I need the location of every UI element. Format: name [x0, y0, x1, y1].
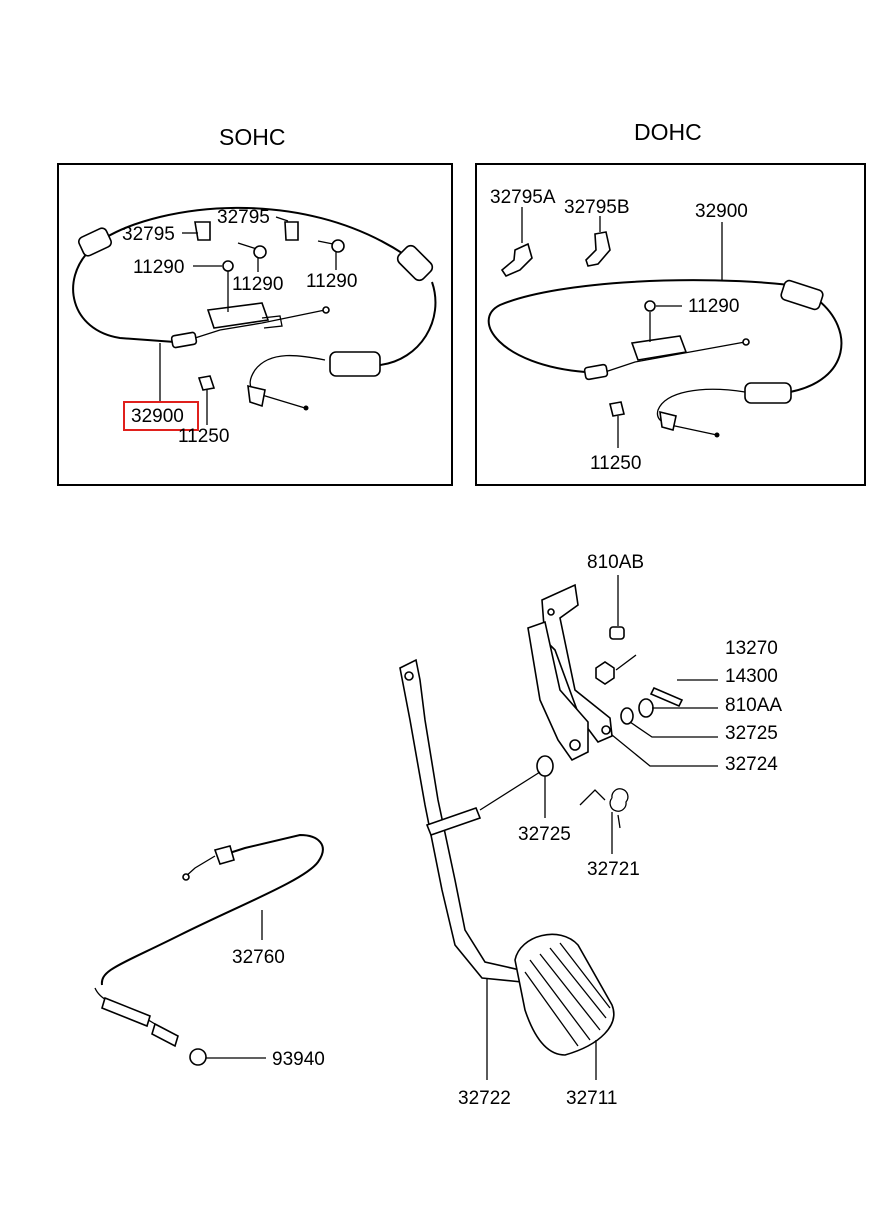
pedal-bracket-hole-b: [601, 725, 611, 735]
accel-cable-clip: [213, 845, 235, 865]
pedal-bracket: [541, 583, 613, 743]
dohc-clip-icon-b: [585, 231, 611, 267]
pedal-pivot-leader: [479, 771, 541, 811]
dohc-cable-tip: [742, 338, 750, 346]
pedal-pad-ribs: [524, 942, 611, 1047]
sohc-bolt-icon-b: [253, 245, 267, 259]
dohc-bolt-icon-b: [609, 401, 625, 417]
sohc-label-bolt-a: 11290: [133, 257, 184, 278]
dohc-label-bolt-b: 11250: [590, 453, 641, 474]
dohc-bolt-icon-a: [644, 300, 656, 312]
sohc-cable-sleeve-bottom: [329, 351, 381, 377]
sohc-leader-bracket-b: [275, 216, 289, 222]
leader-32724: [611, 734, 718, 767]
label-32722: 32722: [458, 1088, 511, 1109]
leader-13270: [615, 654, 637, 671]
stopper-icon-93940: [189, 1048, 207, 1066]
label-32721: 32721: [587, 859, 640, 880]
pedal-bracket-plate: [527, 620, 589, 762]
dohc-label-bracket-a: 32795A: [490, 187, 556, 208]
label-32725b: 32725: [518, 824, 571, 845]
sohc-bolt-icon-d: [197, 375, 216, 391]
label-810ab: 810AB: [587, 552, 644, 573]
spring-icon-32721: [579, 788, 629, 830]
sohc-bolt-icon-a: [222, 260, 234, 272]
sohc-bolt-icon-c: [331, 239, 345, 253]
sohc-label-bolt-c: 11290: [306, 271, 357, 292]
dohc-mount-bracket: [630, 335, 688, 361]
accel-cable-fitting: [101, 996, 151, 1028]
sohc-cable-sleeve-left: [78, 227, 112, 257]
highlight-box: [123, 401, 199, 431]
label-810aa: 810AA: [725, 695, 782, 716]
pedal-bracket-hole-a: [569, 739, 581, 751]
accel-cable-end: [184, 855, 216, 878]
pedal-arm-hole: [404, 671, 414, 681]
sohc-mount-bracket-tab: [261, 315, 283, 329]
dohc-cable-sleeve-bottom: [744, 382, 792, 404]
sohc-panel: [57, 163, 453, 486]
label-32711: 32711: [566, 1088, 617, 1109]
washer-icon-810aa: [638, 698, 654, 718]
dohc-title: DOHC: [634, 119, 702, 145]
sohc-label-bracket-b: 32795: [217, 207, 270, 228]
accel-cable-adjuster: [151, 1022, 179, 1048]
sohc-label-cable: 32900: [131, 406, 184, 427]
label-14300: 14300: [725, 666, 778, 687]
dohc-panel: [475, 163, 866, 486]
sohc-throttle-bracket: [247, 384, 266, 408]
sohc-throttle-tip: [303, 405, 309, 411]
sohc-title: SOHC: [219, 124, 285, 150]
sohc-label-bolt-b: 11290: [232, 274, 283, 295]
dohc-label-cable: 32900: [695, 201, 748, 222]
pedal-arm: [399, 658, 523, 983]
label-93940: 93940: [272, 1049, 325, 1070]
accel-cable: [100, 833, 324, 986]
sohc-mount-bracket: [206, 302, 270, 329]
pedal-pad: [514, 933, 615, 1056]
dohc-throttle-bracket: [659, 410, 677, 431]
nut-icon-13270: [595, 661, 615, 685]
sohc-label-bolt-d: 11250: [178, 426, 229, 447]
sohc-cable-end-fitting: [170, 331, 198, 349]
leader-32725a: [629, 721, 718, 738]
dohc-cable-sleeve-top: [780, 279, 824, 311]
dohc-clip-icon-a: [500, 242, 533, 277]
pin-icon-14300: [649, 686, 684, 708]
dohc-cable-end-fitting: [583, 363, 609, 381]
sohc-clip-icon-b: [284, 221, 299, 241]
sohc-clip-icon-a: [194, 221, 211, 241]
dohc-inner-cable: [604, 341, 746, 373]
label-32760: 32760: [232, 947, 285, 968]
pedal-pivot-shaft: [425, 806, 482, 837]
label-32724: 32724: [725, 754, 778, 775]
accel-cable-end-tip: [182, 873, 190, 881]
sohc-cable-loop: [72, 206, 437, 366]
label-32725a: 32725: [725, 723, 778, 744]
sohc-cable-tip: [322, 306, 330, 314]
pedal-bracket-hole-c: [547, 608, 555, 616]
dohc-label-bolt-a: 11290: [688, 296, 739, 317]
sohc-label-bracket-a: 32795: [122, 224, 175, 245]
dohc-label-bracket-b: 32795B: [564, 197, 630, 218]
sohc-cable-sleeve-right: [396, 244, 434, 282]
bolt-icon-810ab: [609, 626, 625, 640]
bushing-icon-32725a: [620, 707, 634, 725]
label-13270: 13270: [725, 638, 778, 659]
dohc-throttle-tip: [714, 432, 720, 438]
dohc-cable-loop: [487, 279, 843, 393]
